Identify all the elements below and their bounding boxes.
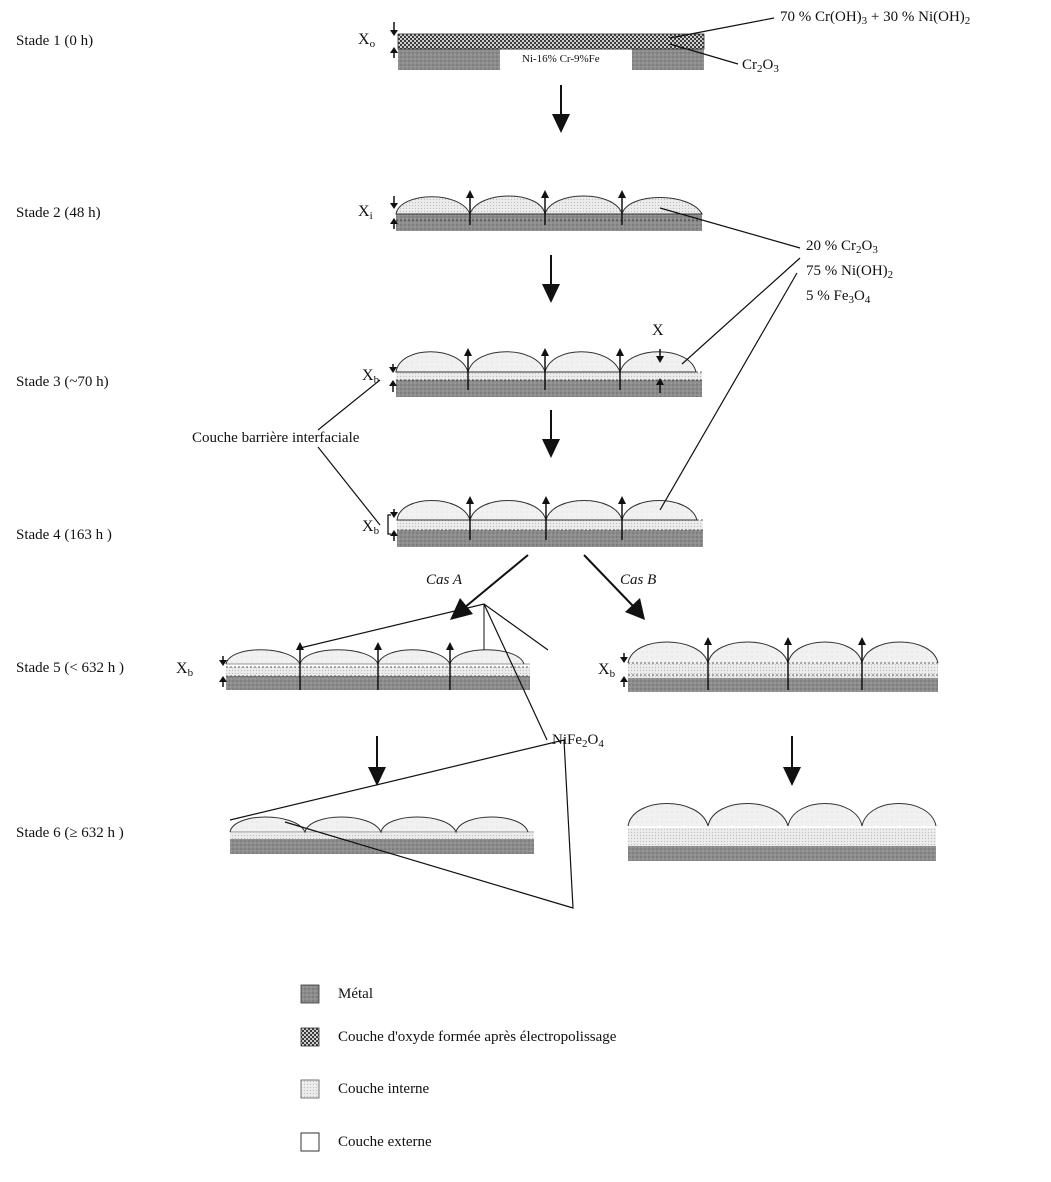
stage-6-case-a-sample xyxy=(229,739,574,909)
xb-label-stage-3: Xb xyxy=(362,368,379,386)
xi-sub: i xyxy=(369,210,373,222)
line1-sub-2: 3 xyxy=(872,244,878,256)
xb-base-stage-5a: X xyxy=(176,660,188,677)
stage-3-label: Stade 3 (~70 h) xyxy=(16,374,109,390)
deposit-part-1: 70 % Cr(OH) xyxy=(780,9,862,25)
xb-sub-stage-4: b xyxy=(373,525,380,537)
cr2o3-label: Cr2O3 xyxy=(742,58,779,75)
arrow-stage2-to-3 xyxy=(542,255,560,303)
stage-3-leader xyxy=(681,257,801,365)
stage-2-leader xyxy=(659,207,801,249)
nife2o4-sub-1: 2 xyxy=(582,738,588,750)
stage-1-label: Stade 1 (0 h) xyxy=(16,33,94,49)
stage-5-case-a-sample xyxy=(219,603,549,741)
xb-base-stage-5b: X xyxy=(598,661,610,678)
x0-label: Xo xyxy=(358,32,375,50)
case-b-label: Cas B xyxy=(620,572,657,588)
stage-1-sample xyxy=(390,17,775,70)
xb-base-stage-4: X xyxy=(362,518,374,535)
legend-metal-swatch xyxy=(300,984,320,1004)
nife2o4-part-1: NiFe xyxy=(552,732,582,748)
arrow-case-a-to-stage-6 xyxy=(368,736,386,786)
case-a-label: Cas A xyxy=(426,572,462,588)
stage-1-metal-right xyxy=(632,49,704,70)
deposit-sub-2: 2 xyxy=(964,15,971,27)
legend-inner-swatch xyxy=(300,1079,320,1099)
stage-3-sample xyxy=(389,257,801,397)
stage-4-leader xyxy=(659,272,798,511)
cr2o3-sub-1: 2 xyxy=(757,63,763,75)
barrier-leader-stage3 xyxy=(317,379,381,431)
stage-5-case-b-sample xyxy=(620,637,939,692)
nife2o4-part-2: O xyxy=(587,732,599,748)
arrow-stage3-to-4 xyxy=(542,410,560,458)
legend xyxy=(300,984,320,1152)
xi-label: Xi xyxy=(358,204,373,222)
arrow-stage1-to-2 xyxy=(552,85,570,133)
composition-line-3: 5 % Fe3O4 xyxy=(806,289,870,306)
line3-part-2: O xyxy=(854,288,865,304)
xb-label-stage-5a: Xb xyxy=(176,661,193,679)
alloy-label: Ni-16% Cr-9%Fe xyxy=(522,53,600,65)
xb-sub-stage-3: b xyxy=(373,374,380,386)
stage-1-oxide-layer xyxy=(397,33,705,50)
legend-oxide-label: Couche d'oxyde formée après électropolis… xyxy=(338,1029,617,1045)
cr2o3-part-1: Cr xyxy=(742,57,757,73)
stage-2-inner-layer xyxy=(395,195,703,216)
line1-part-1: 20 % Cr xyxy=(806,238,856,254)
stage-4-label: Stade 4 (163 h ) xyxy=(16,527,112,543)
line1-sub-1: 2 xyxy=(856,244,862,256)
barrier-leader-stage4 xyxy=(317,446,381,526)
x0-base: X xyxy=(358,31,370,48)
stage-6-case-b-sample xyxy=(627,803,937,861)
stage-2-label: Stade 2 (48 h) xyxy=(16,205,101,221)
xb-label-stage-4: Xb xyxy=(362,519,379,537)
nife2o4-sub-2: 4 xyxy=(598,738,604,750)
cr2o3-part-2: O xyxy=(762,57,774,73)
legend-oxide-swatch xyxy=(300,1027,320,1047)
legend-outer-label: Couche externe xyxy=(338,1134,432,1150)
stage-6-label: Stade 6 (≥ 632 h ) xyxy=(16,825,124,841)
stage-1-metal-left xyxy=(398,49,500,70)
stage-4-sample xyxy=(387,272,798,547)
line3-sub-1: 3 xyxy=(848,294,855,306)
legend-inner-label: Couche interne xyxy=(338,1081,430,1097)
line3-part-1: 5 % Fe xyxy=(806,288,849,304)
stage-1-deposit-composition: 70 % Cr(OH)3 + 30 % Ni(OH)2 xyxy=(780,10,970,27)
stage-2-sample xyxy=(390,190,801,249)
nife2o4-label: NiFe2O4 xyxy=(552,733,604,750)
arrow-case-b-to-stage-6 xyxy=(783,736,801,786)
line2-sub-1: 2 xyxy=(887,269,894,281)
stage-1-leader-cr2o3 xyxy=(669,43,739,65)
legend-metal-label: Métal xyxy=(338,986,373,1002)
x-label-stage-3: X xyxy=(652,322,664,339)
composition-line-1: 20 % Cr2O3 xyxy=(806,239,878,256)
line2-part-1: 75 % Ni(OH) xyxy=(806,263,888,279)
xb-sub-stage-5b: b xyxy=(609,668,616,680)
composition-line-2: 75 % Ni(OH)2 xyxy=(806,264,893,281)
deposit-part-2: + 30 % Ni(OH) xyxy=(867,9,965,25)
stage-1-leader-deposit xyxy=(669,17,775,39)
deposit-sub-1: 3 xyxy=(861,15,868,27)
cr2o3-sub-2: 3 xyxy=(773,63,779,75)
legend-outer-swatch xyxy=(300,1132,320,1152)
xb-label-stage-5b: Xb xyxy=(598,662,615,680)
xb-base-stage-3: X xyxy=(362,367,374,384)
xi-base: X xyxy=(358,203,370,220)
stage-5-label: Stade 5 (< 632 h ) xyxy=(16,660,125,676)
arrow-case-b xyxy=(583,554,645,620)
x0-sub: o xyxy=(369,38,376,50)
barrier-layer-label: Couche barrière interfaciale xyxy=(192,430,360,446)
line3-sub-2: 4 xyxy=(864,294,871,306)
xb-sub-stage-5a: b xyxy=(187,667,194,679)
line1-part-2: O xyxy=(861,238,873,254)
